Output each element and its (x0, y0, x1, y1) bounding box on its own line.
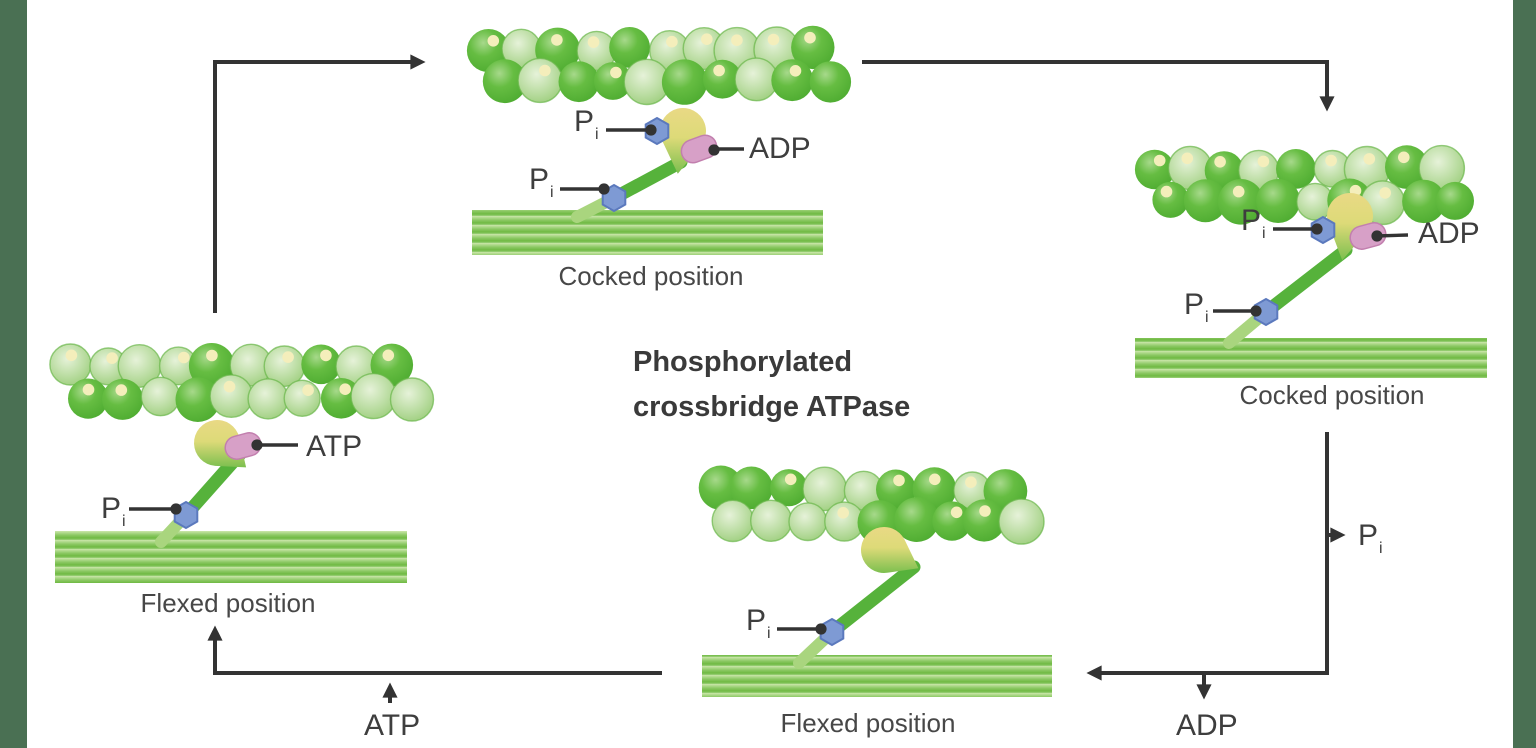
atp-label-left-panel: ATP (306, 430, 363, 463)
adp-label-right-panel: ADP (1418, 217, 1480, 250)
atp-binding-label: ATP (364, 709, 421, 742)
actin-filaments (49, 25, 1474, 545)
page-title-line2: crossbridge ATPase (633, 391, 911, 423)
caption-left-flexed: Flexed position (140, 588, 316, 618)
caption-right-cocked: Cocked position (1239, 380, 1425, 410)
pi-label-top-panel-upper: Pi (574, 105, 599, 143)
myosin-right-cocked (1223, 192, 1387, 349)
pi-label-bottom-panel: Pi (746, 604, 771, 642)
right-border-bar (1513, 0, 1536, 748)
cycle-arrows (207, 54, 1346, 703)
label-connectors (129, 124, 1409, 635)
pi-label-right-panel-lower: Pi (1184, 288, 1209, 326)
adp-release-label: ADP (1176, 709, 1238, 742)
myosin-molecules (155, 108, 1387, 669)
nucleotide-pill (680, 134, 718, 164)
thick-filaments (55, 210, 1487, 697)
adp-label-top-panel: ADP (749, 132, 811, 165)
myosin-bottom-flexed (793, 526, 921, 669)
phosphate-hexagon (819, 617, 845, 647)
myosin-head (659, 108, 706, 174)
page-title-line1: Phosphorylated (633, 346, 853, 378)
pi-label-left-panel: Pi (101, 492, 126, 530)
phosphate-hexagon (1253, 297, 1279, 327)
nucleotide-pill (1349, 222, 1387, 250)
myosin-top-cocked (571, 108, 718, 223)
pi-release-label: Pi (1358, 519, 1383, 557)
left-border-bar (0, 0, 27, 748)
caption-bottom-flexed: Flexed position (780, 708, 956, 738)
caption-top-cocked: Cocked position (558, 261, 744, 291)
pi-label-top-panel-lower: Pi (529, 163, 554, 201)
myosin-head (860, 526, 919, 573)
page-title: Phosphorylated crossbridge ATPase (633, 340, 910, 430)
myosin-left-flexed (155, 419, 262, 548)
pi-label-right-panel-upper: Pi (1241, 204, 1266, 242)
myosin-head (1327, 192, 1374, 261)
